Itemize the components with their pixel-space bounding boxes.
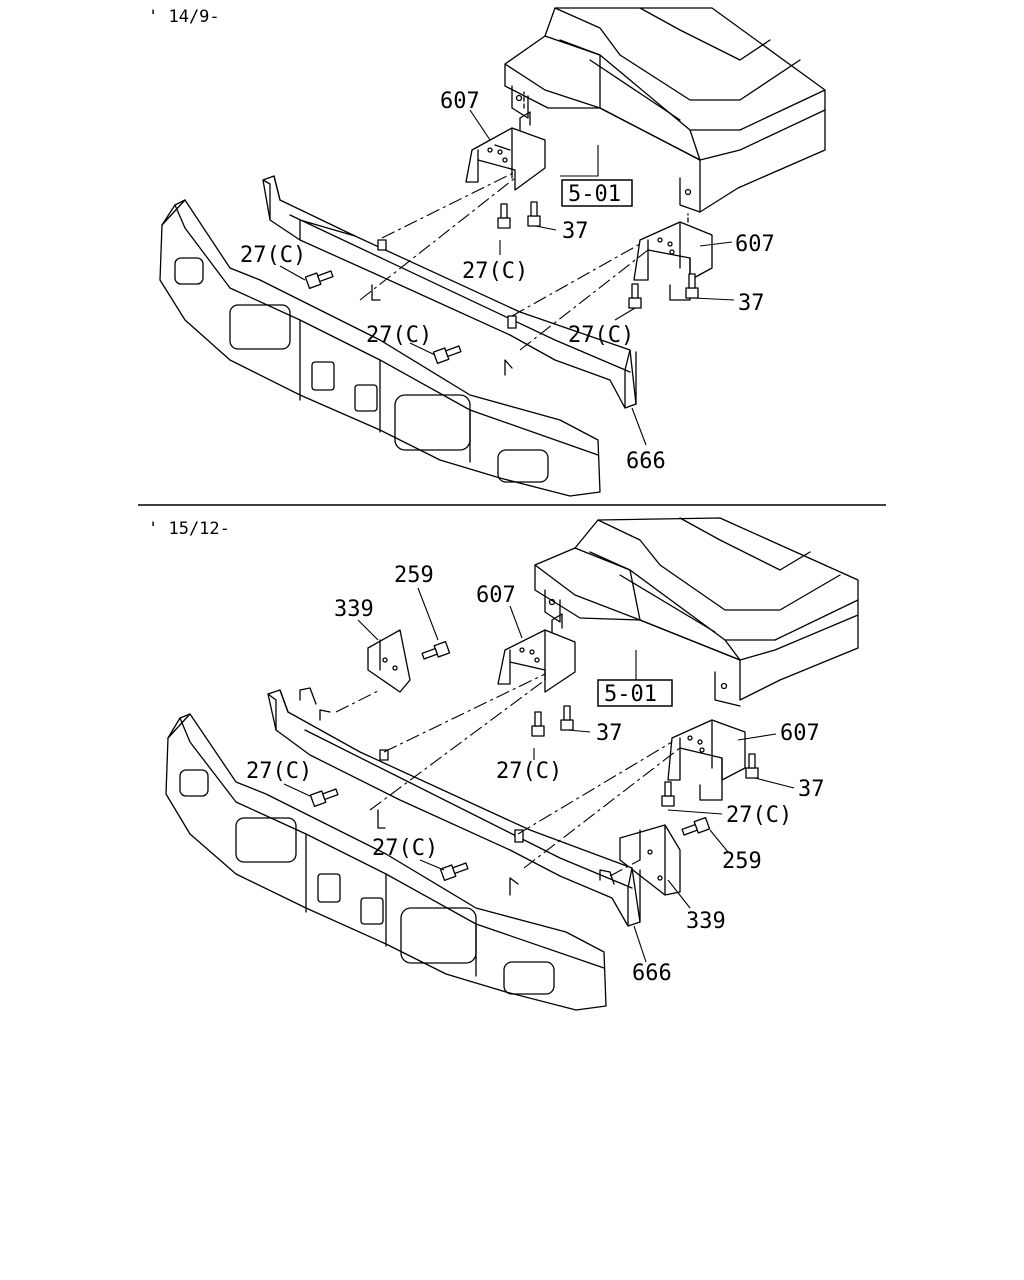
callout-37-b: 37 [798, 777, 825, 802]
section-2: ' 15/12- [148, 517, 859, 1011]
callout-607-left: 607 [440, 89, 480, 114]
callout-5-01: 5-01 [604, 682, 657, 707]
section-1: ' 14/9- [148, 7, 826, 497]
section-1-label: ' 14/9- [148, 7, 220, 27]
callout-666: 666 [632, 961, 672, 986]
callouts: 259 339 607 5-01 37 607 27(C) 27(C) 37 2… [246, 563, 825, 986]
callout-5-01-box [561, 179, 633, 207]
callout-27c-b: 27(C) [462, 259, 528, 284]
bracket-607-left [465, 91, 546, 191]
frame-assembly [534, 517, 859, 707]
assembly-lines [359, 171, 649, 351]
callout-27c-b: 27(C) [496, 759, 562, 784]
callout-5-01-box [597, 679, 673, 707]
bumper [165, 713, 607, 1011]
bracket-607-left [497, 613, 576, 693]
plate-339-right [619, 824, 681, 896]
callout-339-b: 339 [686, 909, 726, 934]
bolts [309, 640, 759, 882]
bolts [304, 201, 699, 365]
plate-339-left [367, 629, 411, 693]
callout-27c-c: 27(C) [726, 803, 792, 828]
callout-666: 666 [626, 449, 666, 474]
callout-27c-d: 27(C) [372, 836, 438, 861]
callout-259-b: 259 [722, 849, 762, 874]
callouts: 607 5-01 37 607 27(C) 27(C) 37 27(C) 27(… [240, 89, 775, 474]
section-2-label: ' 15/12- [148, 519, 230, 539]
bumper [159, 199, 601, 497]
leader-lines [279, 109, 735, 446]
callout-27c-c: 27(C) [366, 323, 432, 348]
callout-259-a: 259 [394, 563, 434, 588]
callout-37-a: 37 [562, 219, 589, 244]
callout-5-01: 5-01 [568, 182, 621, 207]
callout-607-left: 607 [476, 583, 516, 608]
callout-37-a: 37 [596, 721, 623, 746]
callout-37-b: 37 [738, 291, 765, 316]
assembly-lines [335, 673, 681, 877]
bracket-607-right [633, 213, 713, 301]
frame-assembly [504, 7, 826, 213]
callout-27c-a: 27(C) [240, 243, 306, 268]
reinforcement-666 [262, 175, 637, 409]
callout-607-right: 607 [735, 232, 775, 257]
reinforcement-666 [267, 687, 641, 927]
callout-27c-d: 27(C) [568, 323, 634, 348]
bracket-607-right [667, 719, 746, 801]
callout-27c-a: 27(C) [246, 759, 312, 784]
callout-607-right: 607 [780, 721, 820, 746]
callout-339-a: 339 [334, 597, 374, 622]
